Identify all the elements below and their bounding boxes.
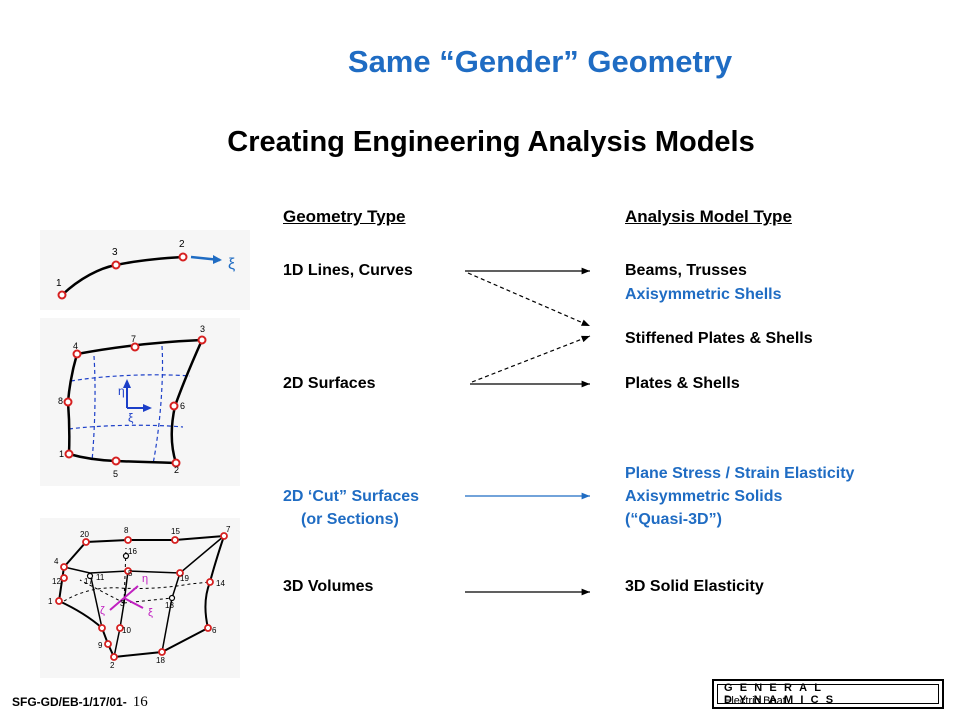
svg-text:η: η — [118, 384, 125, 398]
analysis-beams-trusses: Beams, Trusses — [625, 262, 747, 279]
analysis-model-type-header: Analysis Model Type — [625, 207, 792, 226]
geom-2d-surfaces: 2D Surfaces — [283, 375, 376, 392]
analysis-plates-shells: Plates & Shells — [625, 375, 740, 392]
svg-text:1: 1 — [48, 597, 53, 606]
slide-subtitle: Creating Engineering Analysis Models — [227, 126, 755, 158]
svg-text:7: 7 — [131, 334, 136, 344]
svg-text:ξ: ξ — [228, 256, 235, 273]
analysis-quasi-3d: (“Quasi-3D”) — [625, 511, 722, 528]
logo-line1: GENERAL DYNAMICS — [724, 682, 841, 706]
svg-text:14: 14 — [216, 579, 225, 588]
arrow-surfaces-to-stiffened — [471, 335, 591, 383]
svg-text:12: 12 — [52, 577, 61, 586]
analysis-axisymmetric-shells: Axisymmetric Shells — [625, 286, 782, 303]
general-dynamics-logo: GENERAL DYNAMICS Electric Boat — [712, 679, 944, 709]
svg-text:6: 6 — [212, 626, 217, 635]
svg-text:11: 11 — [96, 573, 105, 582]
svg-text:1: 1 — [59, 449, 64, 459]
svg-text:3: 3 — [200, 324, 205, 334]
svg-text:16: 16 — [128, 547, 137, 556]
footer-doc-code: SFG-GD/EB-1/17/01- — [12, 695, 127, 709]
svg-text:17: 17 — [84, 577, 93, 586]
svg-text:13: 13 — [165, 601, 174, 610]
figure-3d-volume: η ζ ξ 4 20 8 — [40, 518, 240, 678]
svg-text:3: 3 — [120, 599, 125, 608]
footer-code: SFG-GD/EB-1/17/01- 16 — [12, 694, 148, 711]
geom-1d-lines: 1D Lines, Curves — [283, 262, 413, 279]
figure-2d-surface: η ξ 4 7 3 8 6 1 5 2 — [40, 318, 240, 486]
svg-text:19: 19 — [180, 574, 189, 583]
svg-text:1: 1 — [56, 278, 62, 289]
svg-text:9: 9 — [98, 641, 103, 650]
svg-text:18: 18 — [156, 656, 165, 665]
svg-text:ξ: ξ — [148, 607, 153, 619]
svg-text:2: 2 — [110, 661, 115, 670]
svg-text:4: 4 — [54, 557, 59, 566]
svg-text:8: 8 — [124, 526, 129, 535]
logo-line2: Electric Boat — [724, 695, 786, 707]
figure-1d-curve: 1 3 2 ξ — [40, 230, 250, 310]
svg-text:ζ: ζ — [100, 605, 105, 617]
svg-text:3: 3 — [112, 247, 118, 258]
geom-2d-cut-surfaces: 2D ‘Cut” Surfaces — [283, 488, 420, 505]
slide-title: Same “Gender” Geometry — [347, 44, 733, 79]
analysis-axisymmetric-solids: Axisymmetric Solids — [625, 488, 783, 505]
svg-text:6: 6 — [180, 401, 185, 411]
svg-text:15: 15 — [171, 527, 180, 536]
svg-text:2: 2 — [174, 465, 179, 475]
svg-text:2: 2 — [179, 239, 185, 250]
arrow-lines-to-stiffened — [467, 272, 591, 327]
svg-text:7: 7 — [226, 525, 231, 534]
page-number: 16 — [132, 694, 148, 710]
svg-text:5: 5 — [113, 469, 118, 479]
svg-text:η: η — [142, 573, 148, 585]
svg-text:4: 4 — [73, 341, 78, 351]
analysis-plane-stress: Plane Stress / Strain Elasticity — [625, 465, 855, 482]
svg-text:8: 8 — [58, 396, 63, 406]
geom-3d-volumes: 3D Volumes — [283, 578, 374, 595]
analysis-stiffened-plates: Stiffened Plates & Shells — [625, 330, 813, 347]
svg-text:20: 20 — [80, 530, 89, 539]
svg-text:5: 5 — [128, 569, 133, 578]
svg-text:10: 10 — [122, 626, 131, 635]
geom-cut-surfaces-subtitle: (or Sections) — [301, 511, 399, 528]
analysis-3d-solid: 3D Solid Elasticity — [625, 578, 764, 595]
svg-text:ξ: ξ — [128, 411, 134, 425]
geometry-type-header: Geometry Type — [283, 207, 406, 226]
